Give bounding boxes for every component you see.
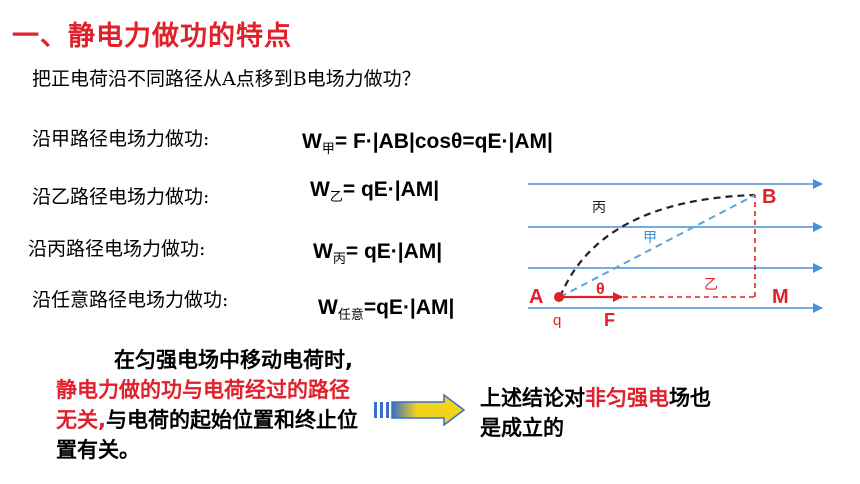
formula-any: W任意=qE·|AM| <box>318 296 455 322</box>
angle-label: θ <box>596 281 605 298</box>
path-bing-label: 沿丙路径电场力做功: <box>28 238 206 260</box>
force-label: F <box>604 310 615 330</box>
charge-dot <box>554 292 564 302</box>
path-jia-mark: 甲 <box>643 229 657 245</box>
path-yi-mark: 乙 <box>704 276 718 292</box>
formula-yi: W乙= qE·|AM| <box>310 178 440 204</box>
page-title: 一、静电力做功的特点 <box>12 21 292 52</box>
point-b-label: B <box>762 186 776 208</box>
arrow-right-icon <box>374 393 466 427</box>
question-text: 把正电荷沿不同路径从A点移到B电场力做功？ <box>32 68 421 90</box>
path-jia-label: 沿甲路径电场力做功: <box>32 128 210 150</box>
path-jia-line <box>559 194 756 298</box>
path-bing-curve <box>558 193 756 298</box>
non-uniform-note: 上述结论对非匀强电场也是成立的 <box>480 386 711 440</box>
formula-bing: W丙= qE·|AM| <box>313 240 443 266</box>
conclusion-text: 在匀强电场中移动电荷时,静电力做的功与电荷经过的路径无关,与电荷的起始位置和终止… <box>56 348 358 462</box>
charge-label: q <box>553 312 561 329</box>
path-yi-label: 沿乙路径电场力做功: <box>32 186 210 208</box>
point-m-label: M <box>772 286 789 308</box>
path-any-label: 沿任意路径电场力做功: <box>32 289 229 311</box>
formula-jia: W甲= F·|AB|cosθ=qE·|AM| <box>302 130 553 156</box>
point-a-label: A <box>529 286 543 308</box>
path-bing-mark: 丙 <box>592 199 606 215</box>
